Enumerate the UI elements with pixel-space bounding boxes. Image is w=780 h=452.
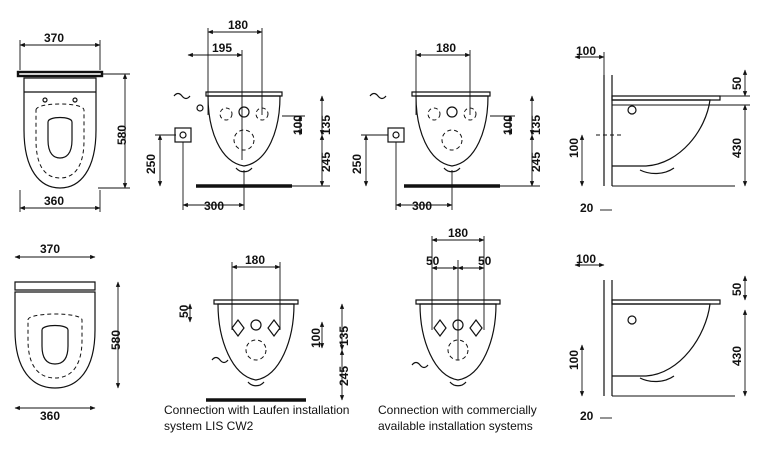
dim-profile-50-top: 50 bbox=[730, 76, 744, 90]
top-view-toilet-1: 370 360 580 bbox=[16, 31, 130, 212]
dim-profile-100-top: 100 bbox=[576, 44, 596, 58]
caption-commercial-line2: available installation systems bbox=[378, 419, 533, 433]
dim-245-b: 245 bbox=[529, 152, 543, 172]
top-view-toilet-2: 370 360 580 bbox=[14, 242, 123, 423]
caption-laufen-line1: Connection with Laufen installation bbox=[164, 403, 350, 417]
front-elevation-commercial-bottom: 180 50 50 bbox=[411, 226, 501, 387]
dim-580-bottom: 580 bbox=[109, 330, 123, 350]
dim-180-b: 180 bbox=[436, 41, 456, 55]
dim-370-top: 370 bbox=[44, 31, 64, 45]
dim-195: 195 bbox=[212, 41, 232, 55]
side-profile-top: 100 50 430 100 20 bbox=[567, 44, 750, 215]
dim-360-bottom: 360 bbox=[40, 409, 60, 423]
dim-245-a: 245 bbox=[319, 152, 333, 172]
caption-laufen: Connection with Laufen installation syst… bbox=[164, 402, 349, 434]
dim-300-b: 300 bbox=[412, 199, 432, 213]
dim-profile-430-bottom: 430 bbox=[730, 346, 744, 366]
dim-135-b: 135 bbox=[529, 115, 543, 135]
dim-50-c: 50 bbox=[177, 304, 191, 318]
dim-370-bottom: 370 bbox=[40, 242, 60, 256]
dim-245-c: 245 bbox=[337, 366, 351, 386]
dim-profile-430-top: 430 bbox=[730, 138, 744, 158]
dim-250-a: 250 bbox=[144, 154, 158, 174]
dim-300-a: 300 bbox=[204, 199, 224, 213]
dim-profile-100b-bottom: 100 bbox=[567, 350, 581, 370]
dim-profile-20-bottom: 20 bbox=[580, 409, 594, 423]
dim-profile-100-bottom: 100 bbox=[576, 252, 596, 266]
dim-100-b: 100 bbox=[501, 115, 515, 135]
dim-profile-100b-top: 100 bbox=[567, 138, 581, 158]
caption-commercial: Connection with commercially available i… bbox=[378, 402, 537, 434]
dim-580-top: 580 bbox=[115, 125, 129, 145]
caption-commercial-line1: Connection with commercially bbox=[378, 403, 537, 417]
dim-360-top: 360 bbox=[44, 194, 64, 208]
dim-50-r: 50 bbox=[478, 254, 492, 268]
front-elevation-laufen-top: 180 195 100 135 245 250 300 bbox=[144, 18, 333, 213]
dim-profile-20-top: 20 bbox=[580, 201, 594, 215]
dim-135-c: 135 bbox=[337, 326, 351, 346]
dim-180-d: 180 bbox=[448, 226, 468, 240]
dim-100-c: 100 bbox=[309, 328, 323, 348]
dim-180-c: 180 bbox=[245, 253, 265, 267]
caption-laufen-line2: system LIS CW2 bbox=[164, 419, 254, 433]
dim-profile-50-bottom: 50 bbox=[730, 282, 744, 296]
side-profile-bottom: 100 50 430 100 20 bbox=[567, 252, 748, 423]
dim-100-a: 100 bbox=[291, 115, 305, 135]
dim-250-b: 250 bbox=[350, 154, 364, 174]
front-elevation-laufen-bottom: 180 50 100 135 245 bbox=[177, 253, 351, 402]
dim-180-a: 180 bbox=[228, 18, 248, 32]
front-elevation-commercial-top: 180 100 135 245 250 300 bbox=[350, 41, 543, 213]
dim-135-a: 135 bbox=[319, 115, 333, 135]
dim-50-l: 50 bbox=[426, 254, 440, 268]
